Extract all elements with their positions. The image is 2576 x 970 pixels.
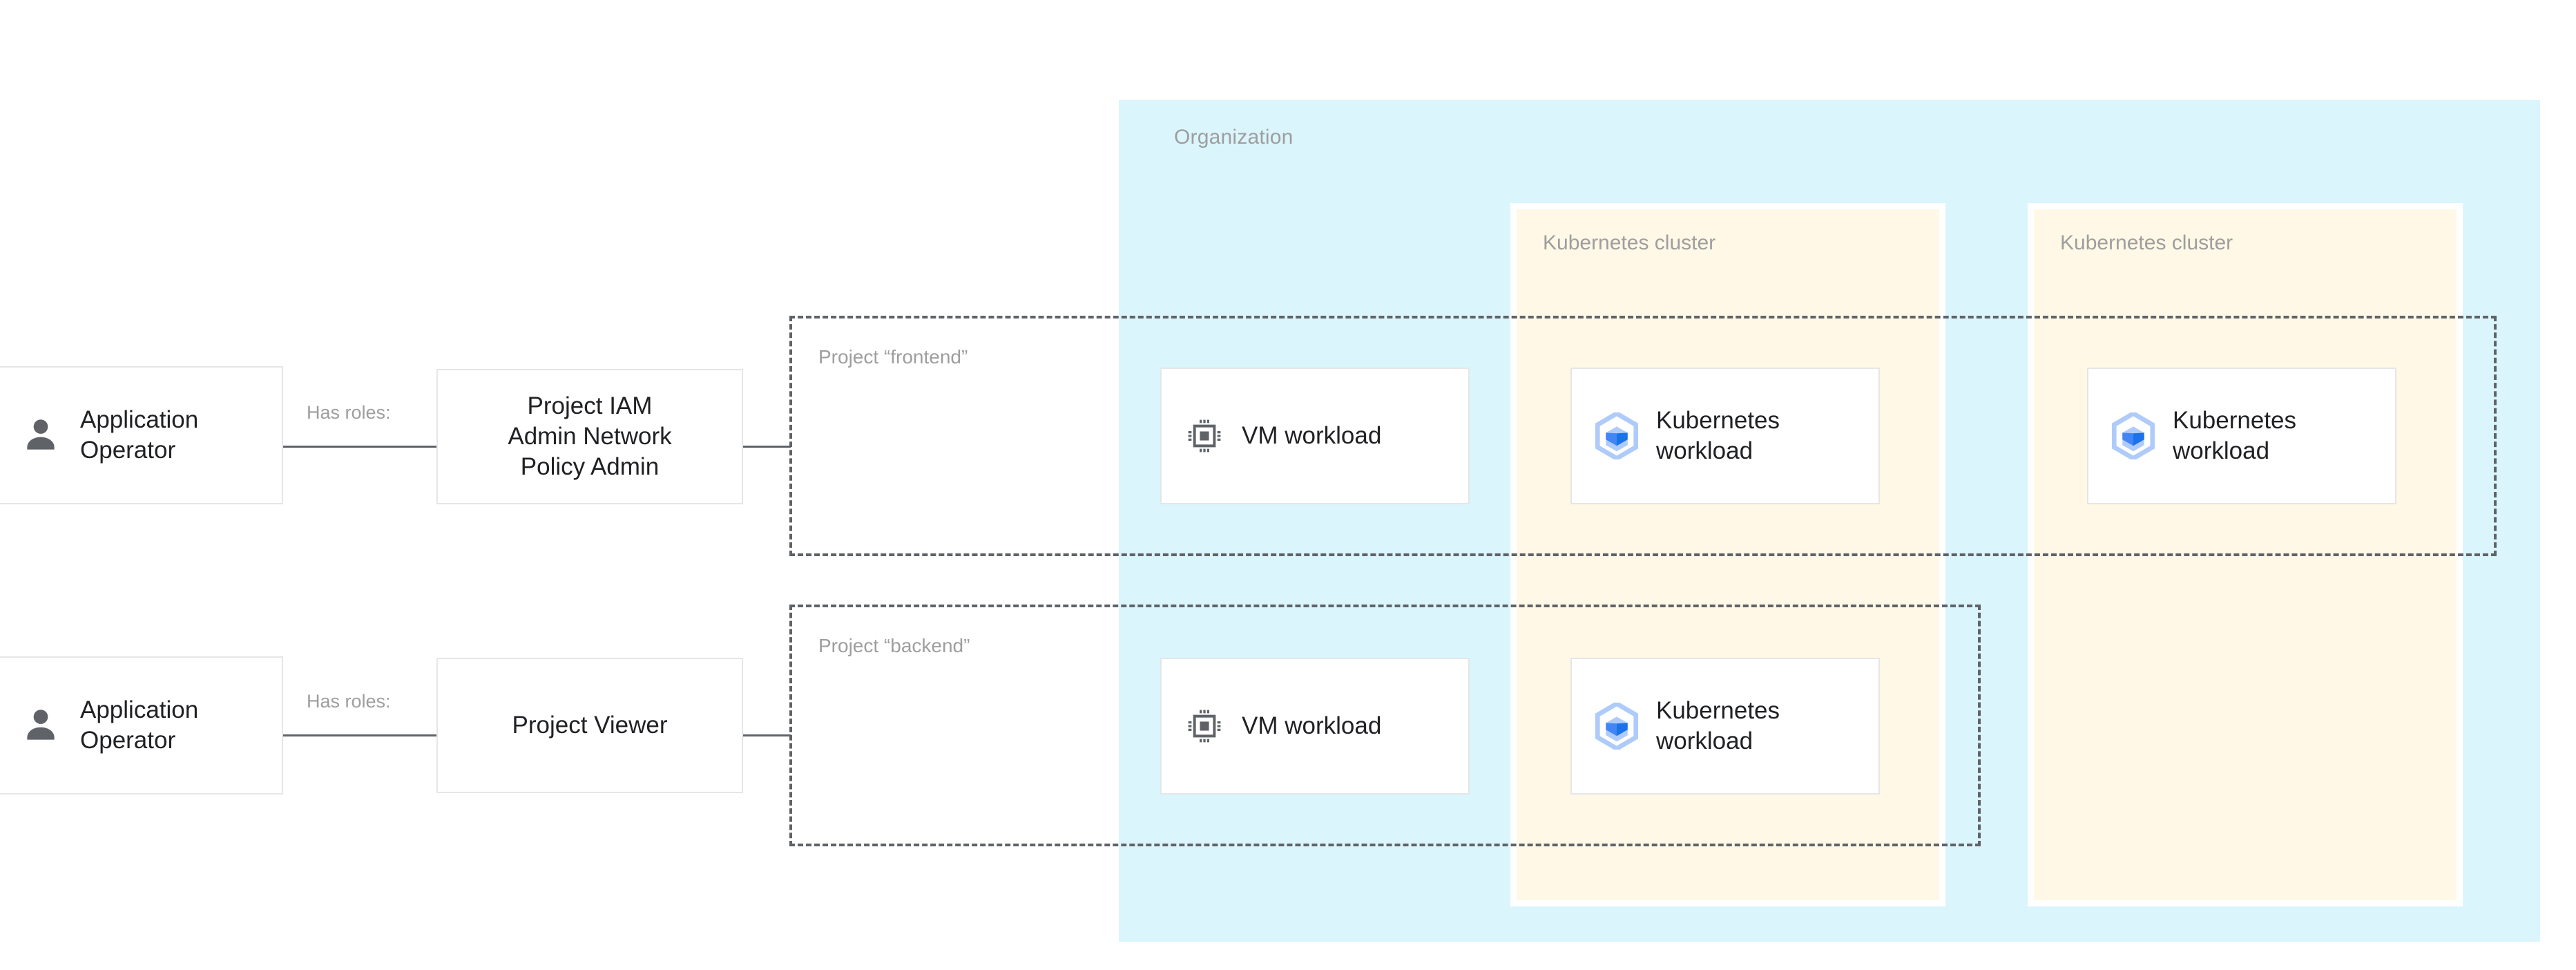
principal-card-1[interactable]: Application Operator [0,366,283,504]
connector-role-to-project-2 [742,734,791,736]
role-card-label-1: Project IAM Admin Network Policy Admin [508,392,672,481]
person-icon [27,710,55,740]
kubernetes-cluster-label-2: Kubernetes cluster [2060,231,2233,254]
role-card-1[interactable]: Project IAM Admin Network Policy Admin [436,369,743,504]
has-roles-label-1: Has roles: [307,402,391,423]
connector-user-to-role-2 [283,734,438,736]
project-region-backend: Project “backend” [789,605,1981,846]
connector-user-to-role-1 [283,446,438,448]
kubernetes-cluster-label-1: Kubernetes cluster [1543,231,1716,254]
workload-card-vm-frontend[interactable]: VM workload [1160,368,1470,504]
kubernetes-icon [2112,412,2155,459]
has-roles-label-2: Has roles: [307,691,391,712]
project-label-backend: Project “backend” [818,635,970,656]
workload-card-k8s-frontend-1[interactable]: Kubernetes workload [1570,368,1880,504]
workload-card-label: VM workload [1242,421,1382,449]
workload-card-vm-backend[interactable]: VM workload [1160,658,1470,795]
kubernetes-icon [1595,412,1638,459]
workload-card-label: Kubernetes workload [1656,696,1780,754]
principal-card-label-2: Application Operator [80,696,199,754]
role-card-2[interactable]: Project Viewer [436,658,743,793]
person-icon [27,419,55,450]
project-label-frontend: Project “frontend” [818,346,968,368]
workload-card-label: VM workload [1242,712,1382,739]
workload-card-label: Kubernetes workload [2173,406,2297,464]
role-card-label-2: Project Viewer [512,711,668,739]
principal-card-2[interactable]: Application Operator [0,656,283,795]
workload-card-label: Kubernetes workload [1656,406,1780,464]
workload-card-k8s-backend[interactable]: Kubernetes workload [1570,658,1880,795]
connector-role-to-project-1 [742,446,791,448]
cpu-icon [1188,710,1221,743]
project-region-frontend: Project “frontend” [789,316,2497,556]
principal-card-label-1: Application Operator [80,406,199,464]
organization-label: Organization [1174,126,1294,149]
kubernetes-icon [1595,703,1638,750]
workload-card-k8s-frontend-2[interactable]: Kubernetes workload [2087,368,2396,504]
cpu-icon [1188,419,1221,453]
